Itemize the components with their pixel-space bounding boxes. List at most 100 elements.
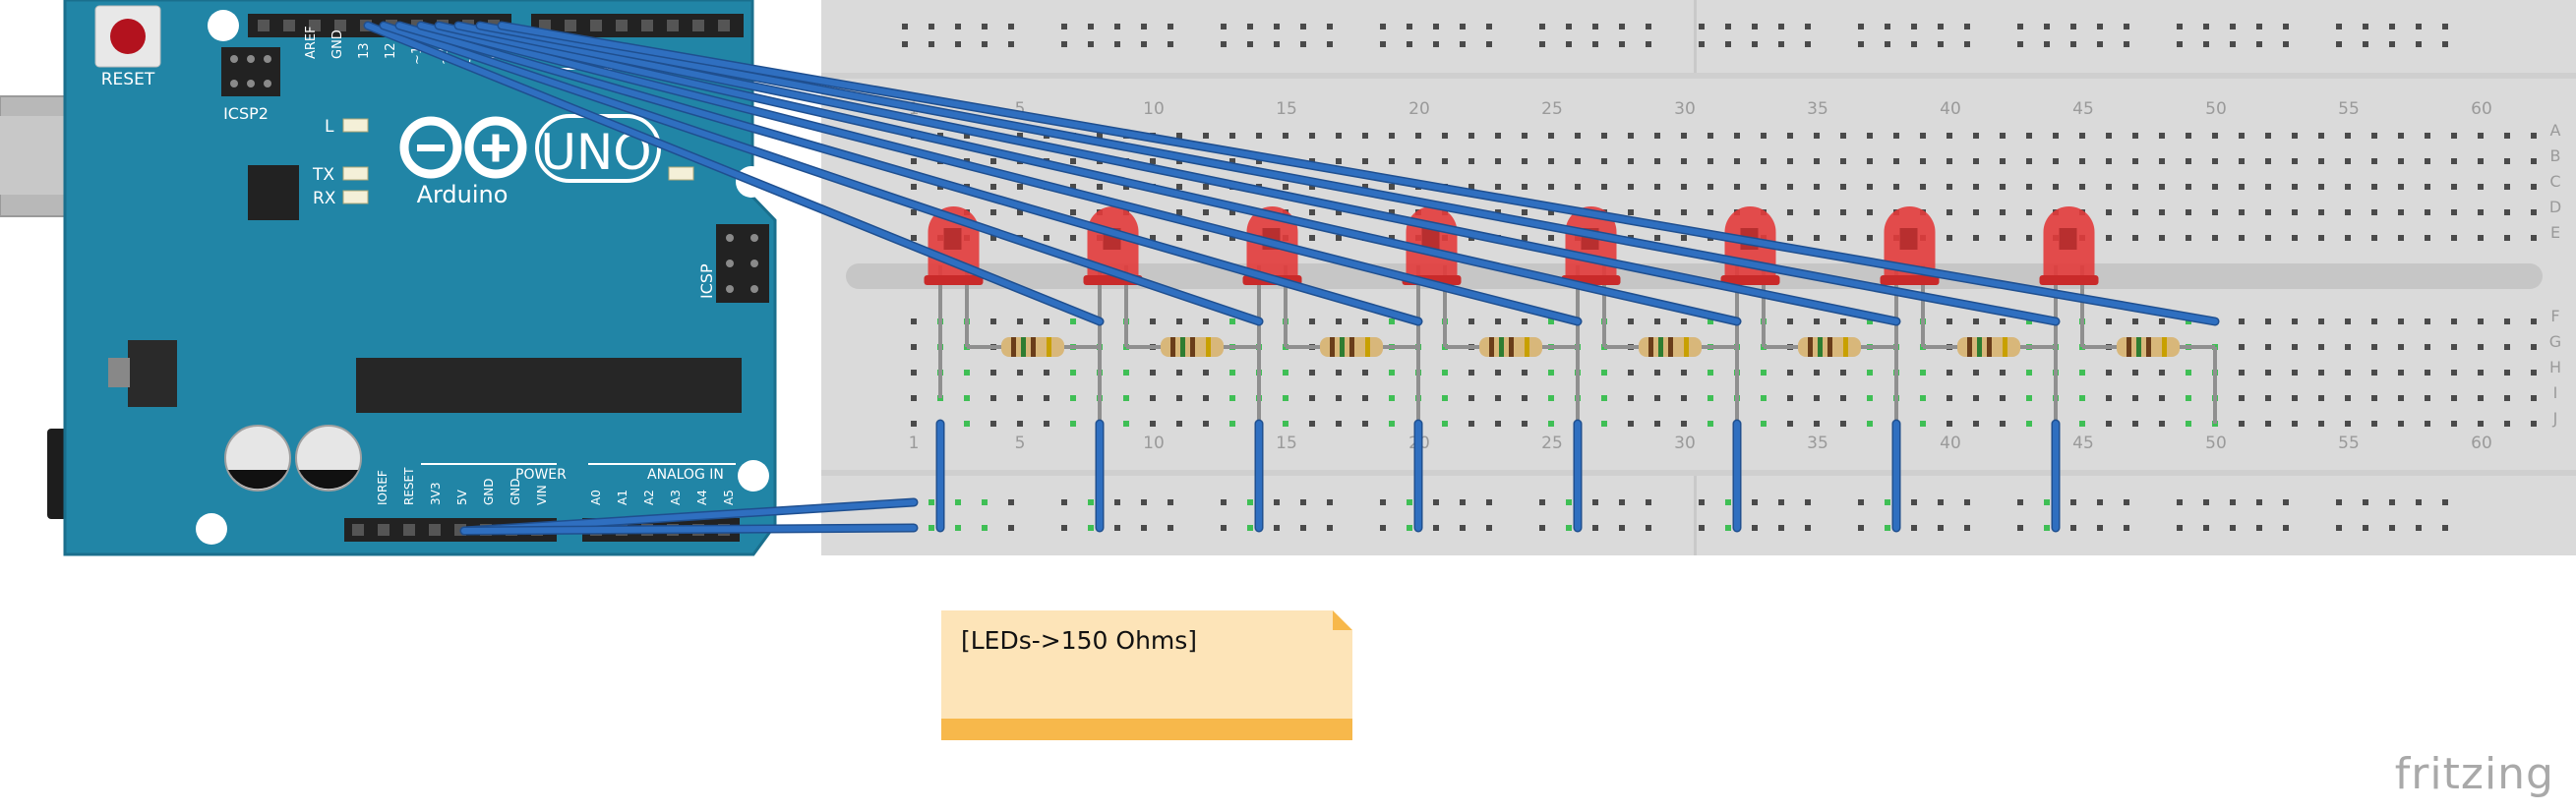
breadboard-hole [1681, 184, 1687, 190]
rail-hole [1619, 24, 1625, 29]
breadboard-hole [1017, 421, 1023, 427]
rail-hole [2017, 41, 2023, 47]
resistor-band [1489, 337, 1494, 357]
breadboard-hole [2425, 209, 2430, 215]
column-number: 45 [2072, 99, 2094, 119]
breadboard-hole [1787, 184, 1793, 190]
breadboard-hole [1654, 235, 1660, 241]
breadboard-hole [2239, 395, 2245, 401]
breadboard-hole [1123, 370, 1129, 376]
breadboard-hole [2478, 235, 2484, 241]
breadboard-hole [2265, 184, 2271, 190]
row-letter: J [2552, 409, 2558, 428]
rail-hole [1168, 24, 1173, 29]
breadboard-hole [1867, 235, 1873, 241]
breadboard-hole [1973, 184, 1979, 190]
rail-hole [1566, 41, 1572, 47]
breadboard-hole [2425, 184, 2430, 190]
rail-hole [1539, 24, 1545, 29]
breadboard-hole [1973, 235, 1979, 241]
arduino-brand-text: Arduino [417, 181, 509, 208]
breadboard-hole [1229, 209, 1235, 215]
breadboard-hole [1814, 370, 1820, 376]
rail-hole [1885, 41, 1890, 47]
breadboard-hole [2345, 184, 2351, 190]
breadboard-hole [2371, 370, 2377, 376]
breadboard-hole [2451, 319, 2457, 324]
pin-label: A1 [616, 490, 629, 505]
resistor-band [1827, 337, 1832, 357]
breadboard-hole [2478, 370, 2484, 376]
breadboard-hole [2106, 184, 2112, 190]
row-letter: F [2550, 307, 2559, 325]
breadboard-hole [2159, 184, 2165, 190]
row-letter: A [2550, 121, 2561, 140]
rail-hole [1274, 41, 1280, 47]
breadboard-hole [2504, 184, 2510, 190]
breadboard-hole [2451, 158, 2457, 164]
rail-hole [2017, 525, 2023, 531]
rail-hole [2044, 24, 2050, 29]
note-card[interactable]: [LEDs->150 Ohms] [941, 610, 1352, 742]
resistor-band [1180, 337, 1185, 357]
breadboard-hole [1495, 133, 1501, 139]
rail-hole [2363, 525, 2368, 531]
breadboard-hole [1389, 235, 1395, 241]
breadboard-hole [2000, 370, 2006, 376]
note-text[interactable]: [LEDs->150 Ohms] [961, 626, 1198, 655]
breadboard-hole [1761, 395, 1767, 401]
breadboard-hole [1920, 158, 1926, 164]
rail-hole [2363, 499, 2368, 505]
rail-hole [1433, 24, 1439, 29]
breadboard-hole [1150, 395, 1156, 401]
breadboard-hole [1283, 184, 1288, 190]
rail-hole [2363, 41, 2368, 47]
breadboard-hole [2478, 421, 2484, 427]
rail-hole [2442, 41, 2448, 47]
breadboard-hole [2026, 235, 2032, 241]
breadboard-hole [990, 421, 996, 427]
breadboard-hole [911, 370, 917, 376]
breadboard-hole [2265, 421, 2271, 427]
breadboard-hole [1707, 133, 1713, 139]
rail-hole [1805, 24, 1811, 29]
breadboard-hole [2371, 184, 2377, 190]
rail-hole [2203, 499, 2209, 505]
breadboard-hole [1548, 421, 1554, 427]
rail-hole [2442, 499, 2448, 505]
led-die [2059, 228, 2077, 250]
breadboard-hole [1256, 158, 1262, 164]
pin-label: VIN [535, 485, 549, 505]
breadboard-hole [1044, 395, 1049, 401]
breadboard-hole [1814, 421, 1820, 427]
rail-hole [1114, 41, 1120, 47]
rail-hole [1274, 525, 1280, 531]
breadboard-hole [1070, 370, 1076, 376]
pin-label: GND [509, 478, 522, 505]
breadboard-hole [1468, 370, 1474, 376]
breadboard-hole [2159, 421, 2165, 427]
rail-hole [1114, 499, 1120, 505]
breadboard-hole [2531, 344, 2537, 350]
column-number: 35 [1807, 99, 1828, 119]
breadboard-hole [2318, 158, 2324, 164]
rail-hole [1885, 24, 1890, 29]
breadboard-hole [1017, 184, 1023, 190]
breadboard-hole [1548, 158, 1554, 164]
breadboard-hole [2371, 209, 2377, 215]
breadboard-hole [2132, 235, 2138, 241]
breadboard-hole [1229, 133, 1235, 139]
column-number: 10 [1143, 434, 1165, 453]
rail-hole [1114, 525, 1120, 531]
breadboard-hole [1867, 395, 1873, 401]
column-number: 25 [1541, 99, 1563, 119]
breadboard-hole [1947, 395, 1952, 401]
breadboard-hole [2478, 395, 2484, 401]
rail-hole [1460, 499, 1466, 505]
breadboard-hole [2026, 133, 2032, 139]
breadboard-hole [2425, 421, 2430, 427]
breadboard-hole [2318, 319, 2324, 324]
breadboard-hole [1548, 184, 1554, 190]
breadboard-hole [1814, 209, 1820, 215]
rail-hole [1778, 525, 1784, 531]
